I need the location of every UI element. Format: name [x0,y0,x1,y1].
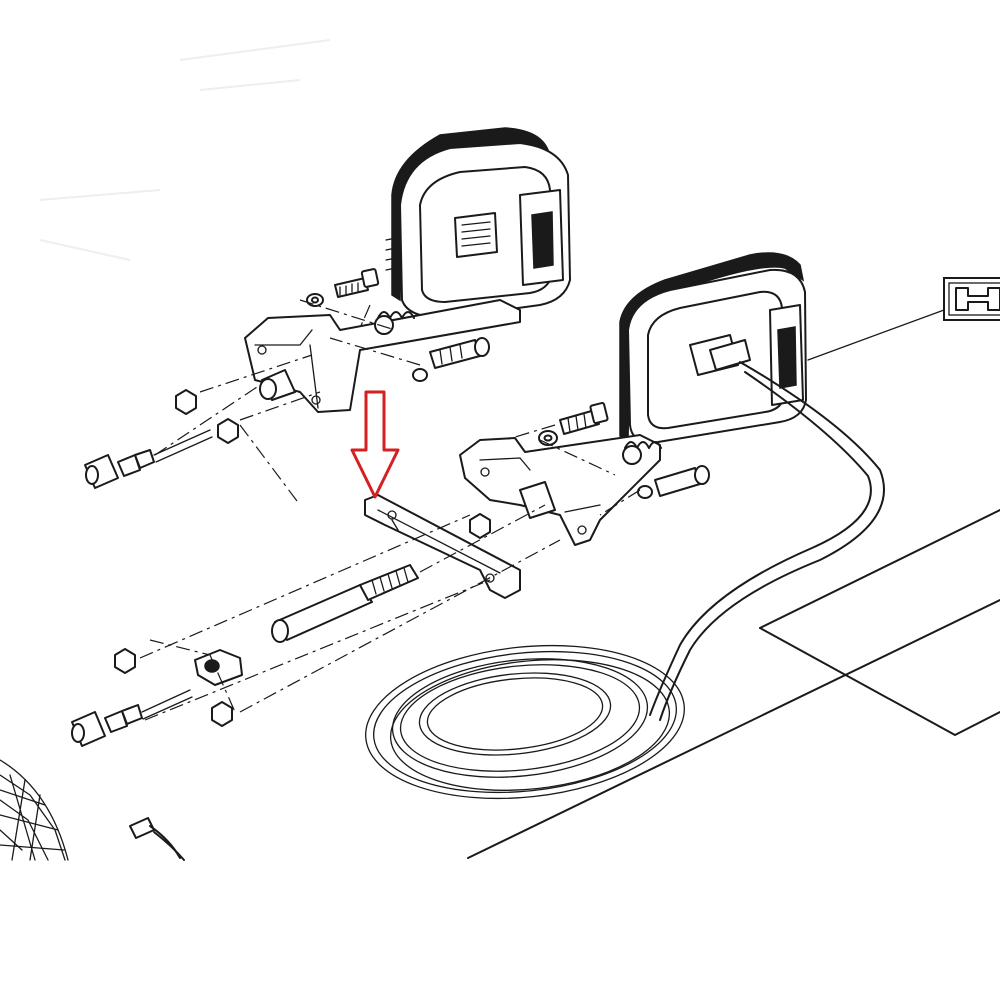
lower-control-module [619,252,807,444]
upper-control-module [385,127,571,319]
sensor-rod-assembly [71,564,419,747]
upper-mounting-bracket [244,299,521,413]
highlight-arrow-icon [350,390,400,499]
lower-mounting-bracket [459,434,662,546]
highlighted-mounting-plate [364,494,521,599]
reference-symbol-box [943,277,1000,321]
leader-line [807,309,945,361]
cable-harness [365,361,885,800]
lower-fasteners [469,401,710,539]
flat-sheet [467,509,1000,859]
assembly-alignment-lines [139,299,641,721]
geodesic-sphere-fragment [0,759,69,861]
upper-stud-assembly [84,389,239,489]
faint-background-lines [39,39,331,261]
upper-fasteners [306,268,490,382]
small-connector-cable [129,817,185,861]
